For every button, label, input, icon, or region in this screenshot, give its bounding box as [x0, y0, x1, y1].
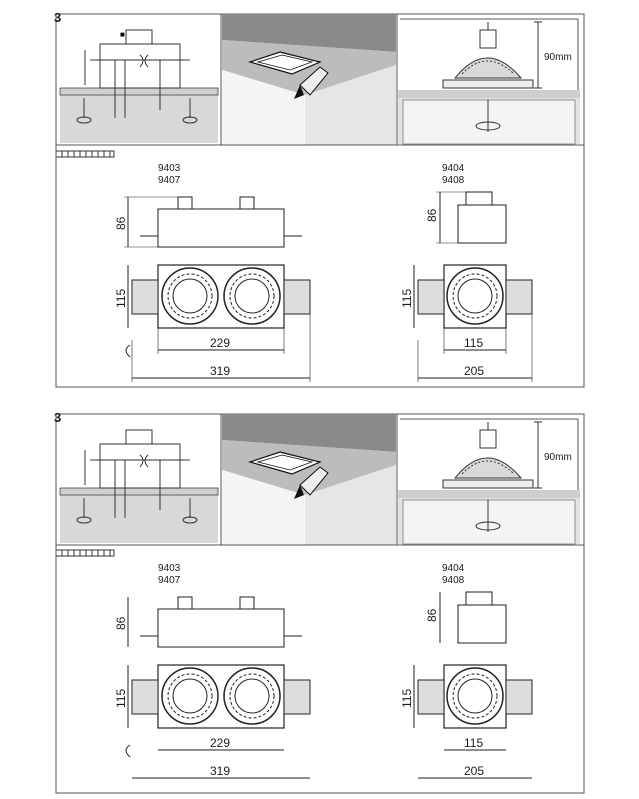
model-label-9404: 9404	[442, 563, 465, 574]
instruction-sheet-2: 3 90mm 9403 9407 9404 9408 86 86 115 115…	[0, 404, 639, 799]
dimensions-frame	[55, 144, 585, 388]
dim-229: 229	[210, 336, 231, 350]
dim-115-bottom: 115	[464, 736, 484, 750]
dim-width-right: 115	[400, 288, 414, 308]
single-unit-top-view	[413, 264, 533, 382]
single-unit-top-view	[413, 664, 533, 779]
dim-115-bottom: 115	[464, 336, 484, 350]
dim-height-right: 86	[425, 208, 439, 222]
model-label-9403: 9403	[158, 563, 181, 574]
model-label-9403: 9403	[158, 163, 181, 174]
panel-ceiling-cutout	[222, 14, 396, 145]
step-number: 3	[54, 10, 62, 25]
panel-spring-clips: ■	[59, 29, 219, 143]
double-unit-side-view	[124, 196, 302, 248]
height-label: 90mm	[544, 52, 572, 63]
scale-bar	[55, 549, 115, 557]
dim-height-right: 86	[425, 608, 439, 622]
double-unit-top-view	[125, 664, 311, 779]
dimensions-frame	[55, 544, 585, 794]
dim-width-right: 115	[400, 688, 414, 708]
scale-bar	[55, 150, 115, 158]
model-label-9407: 9407	[158, 575, 181, 586]
installation-illustration: ■	[55, 13, 585, 388]
dim-205: 205	[464, 764, 485, 778]
model-label-9408: 9408	[442, 175, 465, 186]
dim-205: 205	[464, 364, 485, 378]
dim-319: 319	[210, 764, 231, 778]
model-label-9408: 9408	[442, 575, 465, 586]
panel-ceiling-cutout	[222, 414, 396, 545]
panel-lamp-depth	[398, 18, 580, 145]
dim-229: 229	[210, 736, 231, 750]
single-unit-side-view	[436, 191, 507, 244]
dim-height-left: 86	[114, 216, 128, 230]
panel-lamp-depth	[398, 418, 580, 545]
model-label-9404: 9404	[442, 163, 465, 174]
dim-height-left: 86	[114, 616, 128, 630]
height-label: 90mm	[544, 452, 572, 463]
dim-319: 319	[210, 364, 231, 378]
double-unit-side-view	[127, 596, 302, 648]
step-number: 3	[54, 410, 62, 425]
dim-width-left: 115	[114, 288, 128, 308]
double-unit-top-view	[125, 264, 311, 382]
dim-width-left: 115	[114, 688, 128, 708]
instruction-sheet-1: ■	[0, 0, 639, 395]
installation-illustration	[55, 413, 585, 794]
panel-spring-clips	[59, 429, 219, 543]
svg-text:■: ■	[120, 30, 125, 39]
model-label-9407: 9407	[158, 175, 181, 186]
single-unit-side-view	[439, 591, 507, 644]
